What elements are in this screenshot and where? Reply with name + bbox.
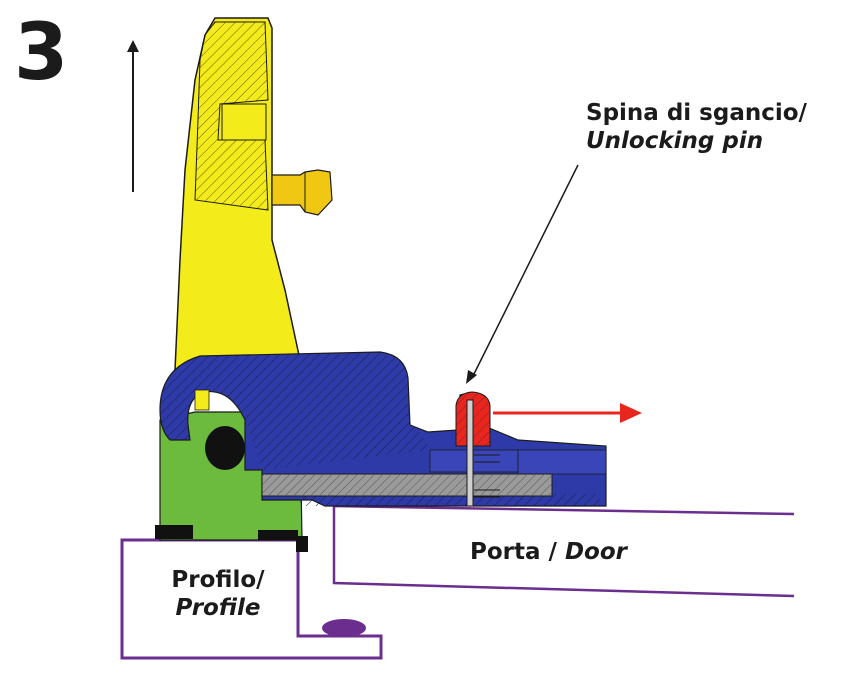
door-outline (332, 504, 795, 598)
profile-seal (322, 619, 366, 637)
door-label: Porta / Door (470, 539, 627, 567)
profile-outline (120, 538, 383, 660)
door-label-en: Door (564, 539, 627, 565)
unlocking-pin-label-it: Spina di sgancio/ (586, 100, 807, 126)
profile-label: Profilo/ Profile (163, 567, 273, 622)
unlocking-pin (455, 391, 500, 507)
unlocking-pin-label: Spina di sgancio/ Unlocking pin (586, 100, 807, 155)
pin-motion-arrow (493, 403, 642, 423)
handle-knob (271, 169, 333, 216)
pin-leader-line (466, 164, 579, 384)
unlocking-pin-label-en: Unlocking pin (586, 127, 764, 154)
profile-label-en: Profile (175, 594, 261, 621)
step-number: 3 (14, 8, 69, 98)
blue-latch (159, 351, 607, 507)
profile-label-it: Profilo/ (171, 567, 265, 593)
door-label-it: Porta / (470, 539, 565, 565)
black-roller (205, 426, 245, 470)
yellow-handle (174, 17, 333, 371)
lift-arrow (127, 40, 139, 192)
